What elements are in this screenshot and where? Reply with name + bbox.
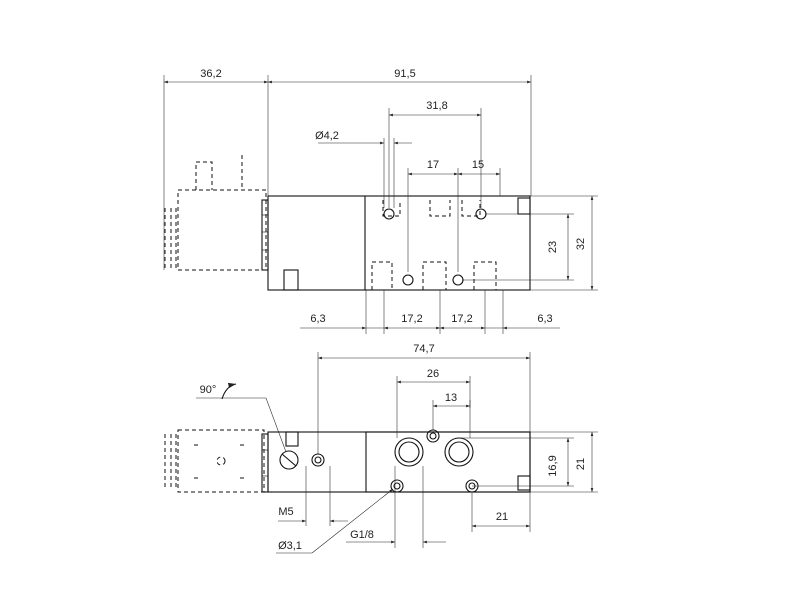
dim-26: 26 <box>427 368 439 380</box>
rotation-arrow-icon <box>221 382 237 400</box>
dim-31-8: 31,8 <box>426 100 447 112</box>
dim-23: 23 <box>547 241 559 253</box>
dim-17-2-a: 17,2 <box>401 313 422 325</box>
rotation-label: 90° <box>200 384 217 396</box>
coil-housing-top <box>164 155 267 271</box>
valve-body-top <box>267 195 531 291</box>
dim-17-2-b: 17,2 <box>451 313 472 325</box>
dim-hole-3-1: Ø3,1 <box>278 540 302 552</box>
side-view: 90° 74,7 26 13 16,9 21 21 <box>164 343 598 554</box>
dim-m5: M5 <box>278 506 293 518</box>
valve-body-side <box>267 429 531 493</box>
dim-21-horizontal: 21 <box>496 511 508 523</box>
dim-15: 15 <box>472 159 484 171</box>
dim-91-5: 91,5 <box>394 68 415 80</box>
connector-side <box>261 433 269 493</box>
dim-17: 17 <box>427 159 439 171</box>
connector-top <box>261 199 269 271</box>
dim-6-3-right: 6,3 <box>537 313 552 325</box>
dim-hole-4-2: Ø4,2 <box>315 130 339 142</box>
dim-g1-8: G1/8 <box>350 529 374 541</box>
dim-21-vertical: 21 <box>575 458 587 470</box>
dim-32: 32 <box>575 238 587 250</box>
dim-36-2: 36,2 <box>200 68 221 80</box>
dim-6-3-left: 6,3 <box>310 313 325 325</box>
coil-housing-side <box>164 429 265 493</box>
dim-74-7: 74,7 <box>413 343 434 355</box>
dim-16-9: 16,9 <box>547 455 559 476</box>
top-view: 36,2 91,5 31,8 Ø4,2 17 15 23 32 <box>163 68 598 334</box>
dim-13: 13 <box>445 392 457 404</box>
